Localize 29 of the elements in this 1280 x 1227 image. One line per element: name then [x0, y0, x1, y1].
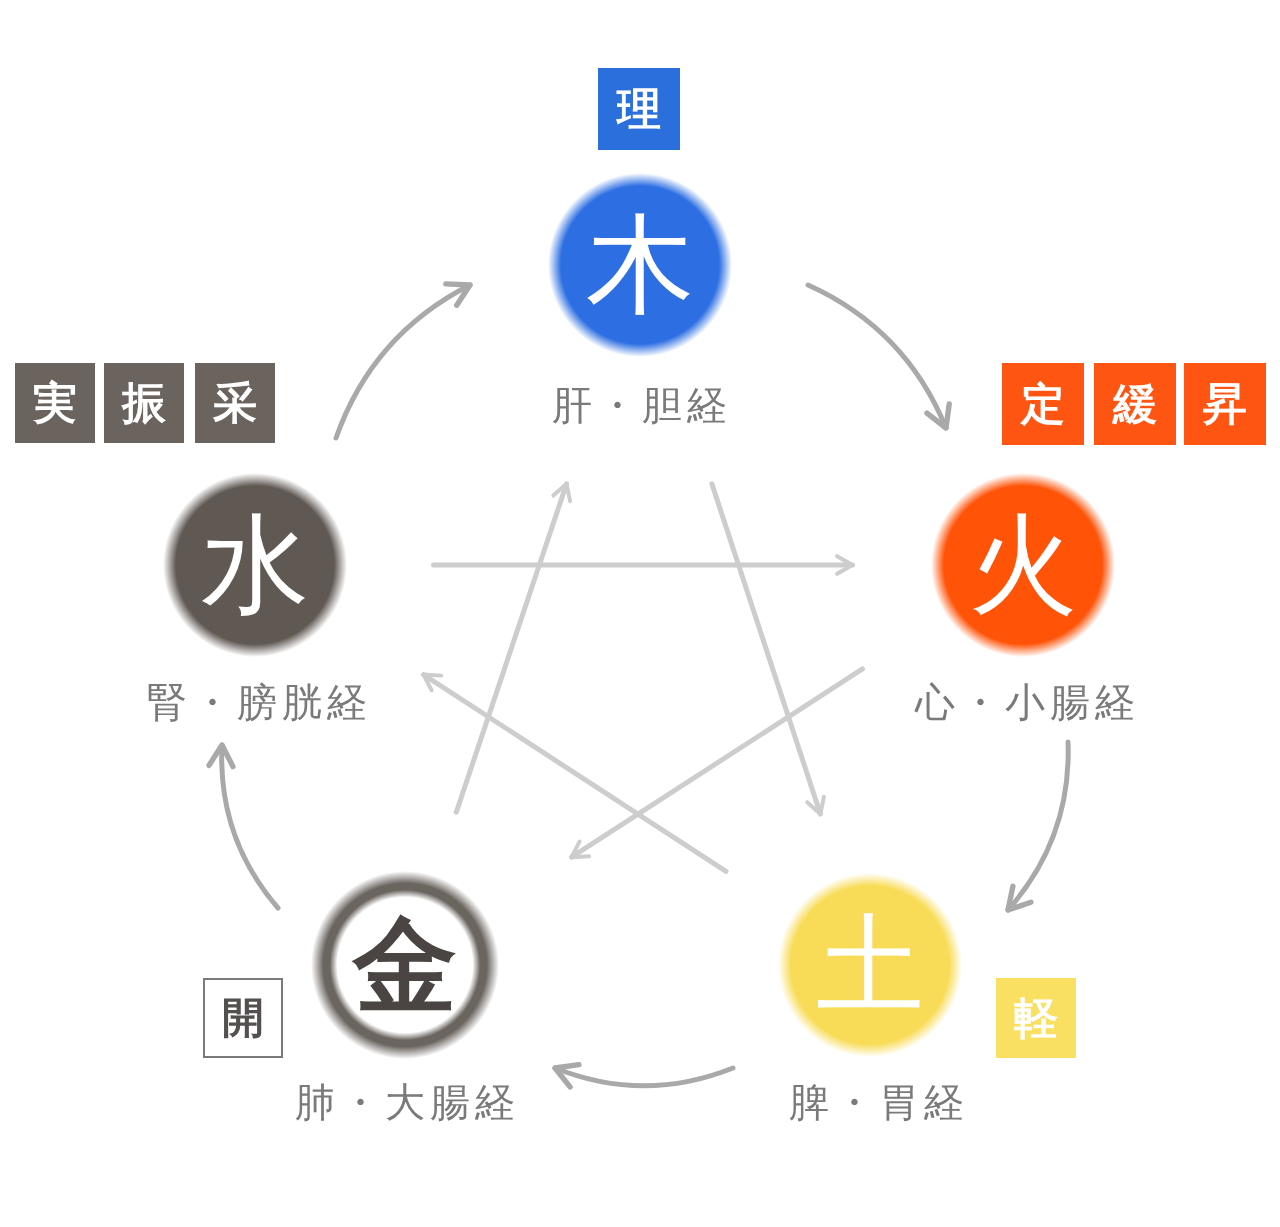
curved-arrow	[1005, 739, 1071, 913]
tag-box: 理	[598, 68, 680, 150]
element-circle: 土	[778, 873, 962, 1057]
ring-circle: 金	[311, 871, 499, 1059]
curved-arrow	[333, 281, 473, 441]
tag-box: 昇	[1184, 363, 1266, 445]
arrow	[431, 554, 855, 576]
circle-caption: 心・小腸経	[914, 682, 1140, 722]
element-circle: 火	[931, 473, 1115, 657]
circle-caption: 腎・膀胱経	[146, 682, 372, 722]
tag-box: 定	[1002, 363, 1084, 445]
circle-caption: 肺・大腸経	[294, 1082, 520, 1122]
element-circle: 水	[163, 473, 347, 657]
tag-box: 開	[203, 978, 283, 1058]
tag-box: 軽	[996, 978, 1076, 1058]
circle-caption: 肝・胆経	[552, 385, 732, 425]
arrow	[421, 672, 729, 874]
curved-arrow	[206, 742, 281, 911]
arrow	[569, 666, 865, 860]
tag-box: 采	[195, 363, 275, 443]
arrow	[453, 481, 572, 815]
circle-caption: 脾・胃経	[789, 1082, 969, 1122]
element-circle: 木	[548, 173, 732, 357]
curved-arrow	[805, 282, 952, 431]
tag-box: 振	[104, 363, 184, 443]
tag-box: 緩	[1094, 363, 1176, 445]
curved-arrow	[552, 1061, 736, 1090]
arrow	[709, 481, 826, 817]
tag-box: 実	[15, 363, 95, 443]
